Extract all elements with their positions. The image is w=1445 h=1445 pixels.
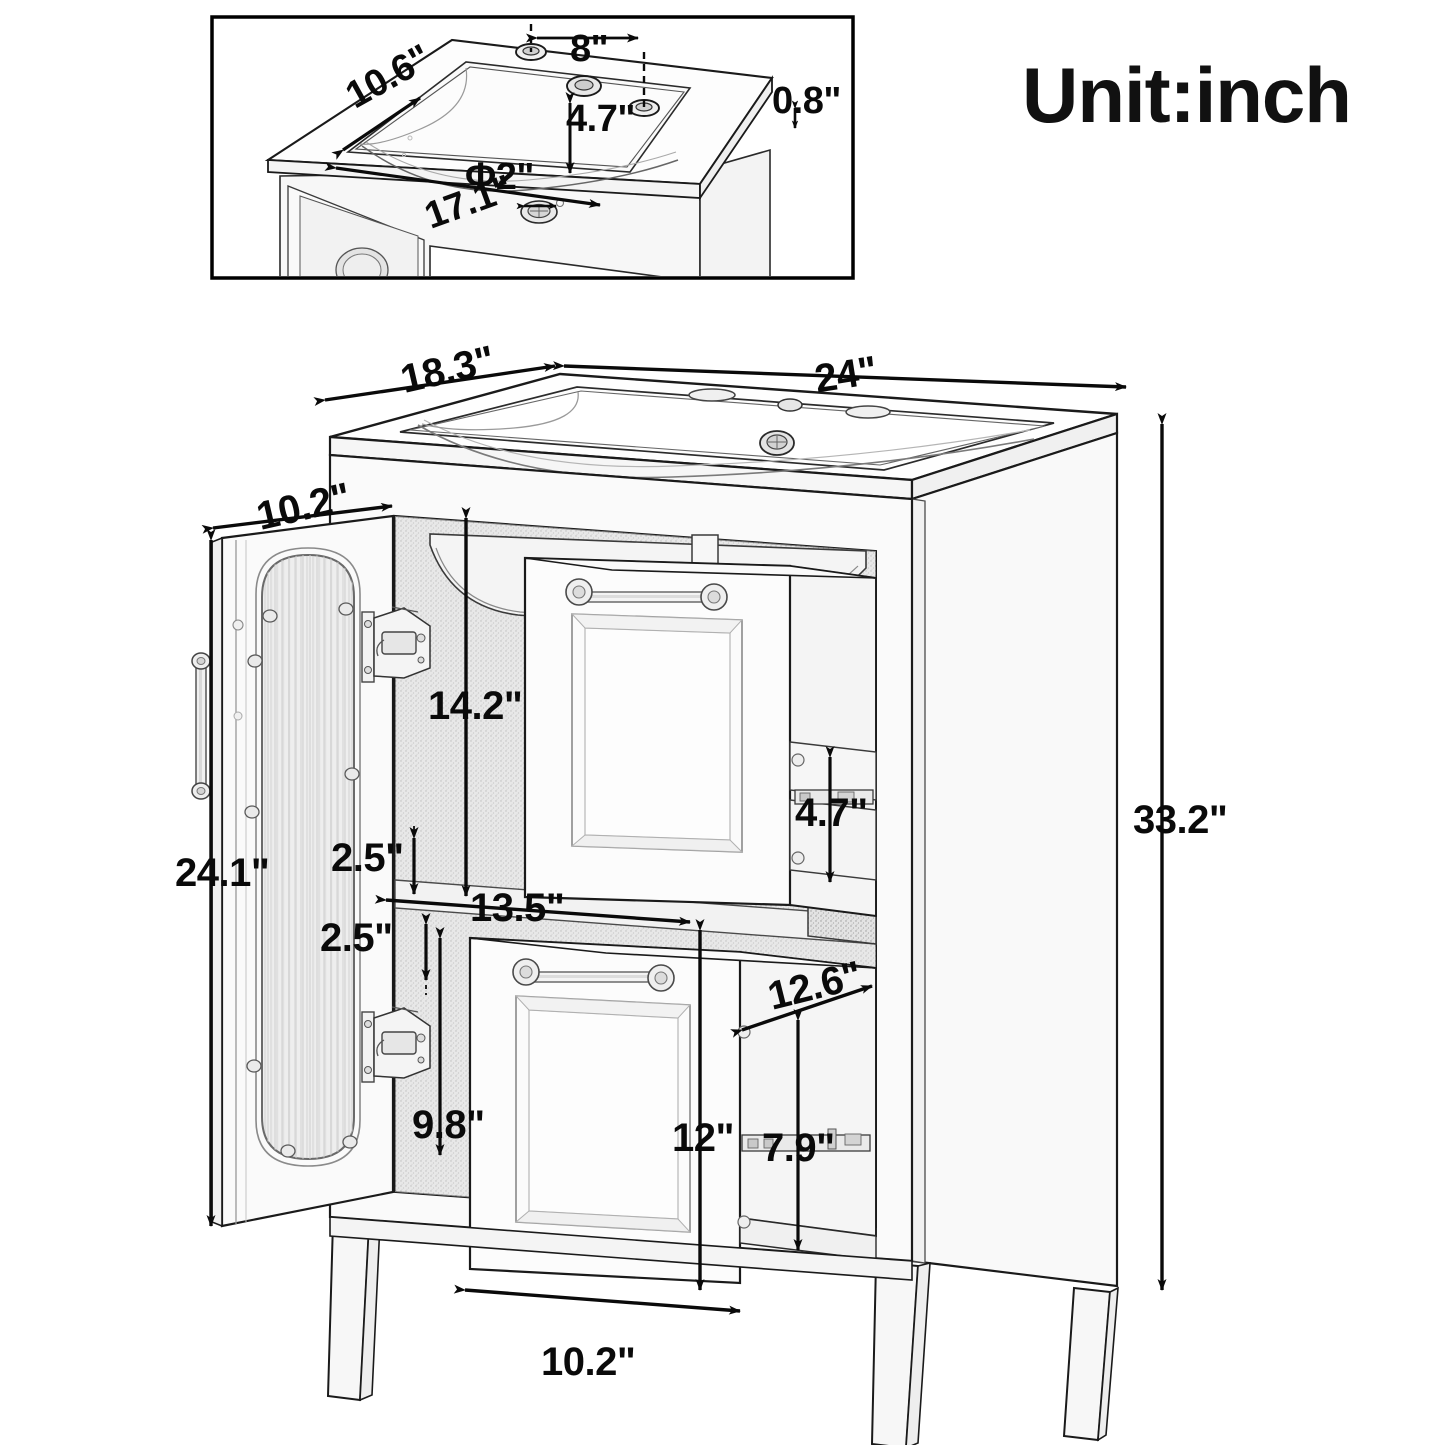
upper-drawer-handle — [565, 578, 728, 611]
dim-label-4p7in-inset: 4.7" — [566, 98, 635, 140]
page-title: Unit:inch — [1022, 51, 1352, 139]
dim-label-2p5in-upper: 2.5" — [331, 836, 404, 880]
inset-detail-group — [210, 15, 855, 280]
upper-drawer — [523, 556, 877, 918]
dim-label-24in: 24" — [811, 348, 880, 402]
main-cabinet-group — [191, 361, 1167, 1445]
dim-label-0p8in: 0.8" — [772, 80, 841, 122]
dim-label-24p1in: 24.1" — [175, 851, 270, 895]
dim-label-2p5in-lower: 2.5" — [320, 916, 393, 960]
dim-label-33p2in: 33.2" — [1133, 798, 1228, 842]
dim-label-10p2in-bottom: 10.2" — [541, 1340, 636, 1384]
door-hinge-top — [361, 606, 431, 683]
dim-label-9p8in: 9.8" — [412, 1103, 485, 1147]
dimension-lines — [201, 361, 1167, 1315]
dim-label-8in: 8" — [570, 28, 609, 70]
lower-drawer-handle — [512, 958, 675, 992]
door-hinge-bottom — [361, 1006, 431, 1083]
dim-label-14p2in: 14.2" — [428, 684, 523, 728]
dim-label-4p7in-main: 4.7" — [795, 791, 868, 835]
dim-label-phi2in: Φ2" — [465, 156, 534, 198]
dim-label-13p5in: 13.5" — [470, 886, 565, 930]
cabinet-legs — [326, 1216, 1119, 1445]
dim-label-12in: 12" — [672, 1116, 734, 1160]
door-handle — [191, 652, 211, 800]
cabinet-right-side-panel — [910, 431, 1119, 1288]
dim-label-7p9in: 7.9" — [762, 1126, 835, 1170]
